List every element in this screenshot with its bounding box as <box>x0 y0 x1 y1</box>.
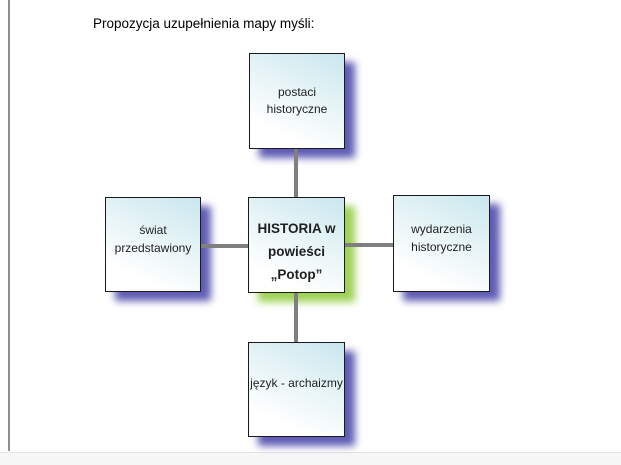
page-title: Propozycja uzupełnienia mapy myśli: <box>93 16 315 31</box>
node-label-line: wydarzenia <box>411 222 472 236</box>
connector-center-to-bottom <box>294 292 298 343</box>
node-label-line: świat <box>139 223 167 237</box>
node-label-line: powieści <box>267 243 326 259</box>
connector-center-to-top <box>294 148 298 198</box>
page-left-border <box>8 0 10 451</box>
node-label-line: postaci <box>277 84 317 99</box>
node-historia-w-powiesci-potop: HISTORIA w powieści „Potop” <box>248 197 345 293</box>
node-swiat-przedstawiony: świat przedstawiony <box>105 197 201 292</box>
connector-center-to-right <box>344 243 394 247</box>
node-label-line: historyczne <box>411 239 472 254</box>
node-postaci-historyczne: postaci historyczne <box>249 53 345 149</box>
node-label-line: przedstawiony <box>114 240 192 255</box>
connector-center-to-left <box>200 244 249 248</box>
page-bottom-margin <box>0 452 621 465</box>
node-wydarzenia-historyczne: wydarzenia historyczne <box>393 195 490 292</box>
node-label-line: HISTORIA w <box>257 220 336 236</box>
node-label-line: historyczne <box>266 102 328 116</box>
node-label-line: „Potop” <box>270 266 323 282</box>
node-label-line: język - archaizmy <box>250 375 343 390</box>
node-jezyk-archaizmy: język - archaizmy <box>248 342 345 437</box>
